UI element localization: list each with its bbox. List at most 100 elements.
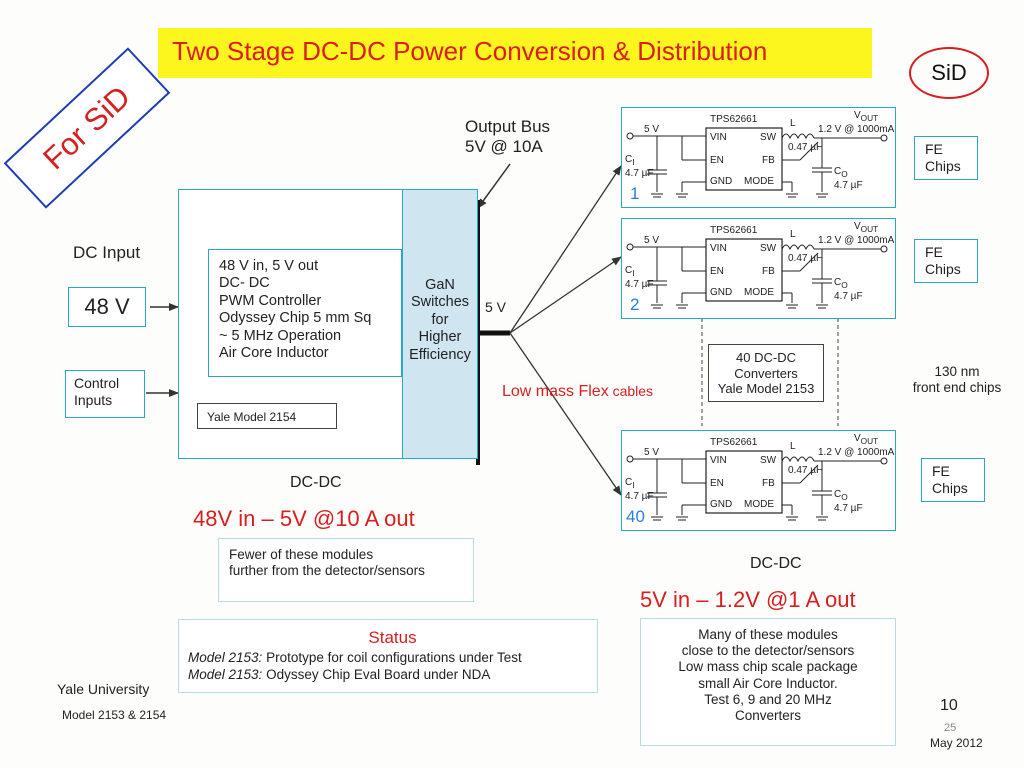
ci-value: 4.7 µF <box>625 491 654 502</box>
co-value: 4.7 µF <box>834 291 863 302</box>
right-note-line: Converters <box>734 707 802 723</box>
left-dcdc-spec: 48V in – 5V @10 A out <box>193 506 415 531</box>
output-bus-line: Output Bus <box>465 117 551 136</box>
gan-line: GaN <box>425 277 455 293</box>
right-dcdc-label: DC-DC <box>750 555 802 572</box>
page-title: Two Stage DC-DC Power Conversion & Distr… <box>172 36 768 66</box>
module-spec-line: 48 V in, 5 V out <box>219 258 319 274</box>
co-sub: O <box>841 169 848 179</box>
right-note-line: Many of these modules <box>698 627 838 642</box>
vin-label: 5 V <box>644 124 660 135</box>
fe-chips-box-2: FE Chips <box>914 239 978 283</box>
l-letter: L <box>790 441 796 452</box>
pin-en: EN <box>710 155 724 166</box>
vout-letter: V <box>854 433 861 444</box>
footer-date: May 2012 <box>930 736 983 750</box>
out-5v-label: 5 V <box>485 299 507 315</box>
chip-name: TPS62661 <box>710 225 758 236</box>
left-dcdc-note: Fewer of these modules further from the … <box>218 538 474 602</box>
converter-schematic <box>626 238 888 309</box>
co-letter: C <box>834 277 842 288</box>
ci-letter: C <box>625 265 633 276</box>
flex-cables-suffix: cables <box>608 383 654 399</box>
pin-en: EN <box>710 478 724 489</box>
module-spec-line: PWM Controller <box>219 292 322 309</box>
output-bus-label: Output Bus 5V @ 10A <box>465 117 550 158</box>
status-model: Model 2153: <box>188 650 263 666</box>
pin-sw: SW <box>760 243 777 254</box>
control-inputs-box: Control Inputs <box>65 370 145 418</box>
pin-fb: FB <box>762 266 775 277</box>
right-note-line: close to the detector/sensors <box>681 643 855 659</box>
title-banner <box>158 28 872 78</box>
model-2154-label: Yale Model 2154 <box>197 403 337 429</box>
control-inputs-line: Control <box>74 375 120 391</box>
footer-university: Yale University <box>57 681 150 697</box>
control-inputs-line: Inputs <box>74 391 113 408</box>
converter-number: 1 <box>630 184 640 203</box>
fe-chips-line: FE <box>932 463 950 479</box>
right-note-line: small Air Core Inductor. <box>698 675 838 691</box>
vin-label: 5 V <box>644 447 660 458</box>
pin-vin: VIN <box>710 455 727 466</box>
output-bus-line: 5V @ 10A <box>465 137 543 157</box>
converters-note-line: Yale Model 2153 <box>717 381 815 397</box>
pin-fb: FB <box>762 155 775 166</box>
ci-letter: C <box>625 477 633 488</box>
pin-mode: MODE <box>744 176 774 187</box>
vout-label: VOUT <box>854 433 878 447</box>
vout-sub: OUT <box>860 436 879 446</box>
cable-1 <box>509 165 622 334</box>
gan-line: Switches <box>410 294 470 311</box>
fe-chips-box-1: FE Chips <box>914 136 978 180</box>
cable-40 <box>509 332 622 496</box>
vout-sub: OUT <box>860 113 879 123</box>
co-value: 4.7 µF <box>834 180 863 191</box>
vout-value: 1.2 V @ 1000mA <box>818 447 895 458</box>
status-text: Odyssey Chip Eval Board under NDA <box>262 666 491 682</box>
pin-sw: SW <box>760 455 777 466</box>
nm-note-line: front end chips <box>912 380 1002 396</box>
l-letter: L <box>790 118 796 129</box>
module-spec-line: Odyssey Chip 5 mm Sq <box>219 310 372 327</box>
status-row: Model 2153: Odyssey Chip Eval Board unde… <box>188 667 597 683</box>
gan-switches-box <box>402 189 478 459</box>
ci-value: 4.7 µF <box>625 279 654 290</box>
nm-note: 130 nm front end chips <box>898 364 1016 396</box>
pin-mode: MODE <box>744 499 774 510</box>
right-note-line: Test 6, 9 and 20 MHz <box>704 691 832 707</box>
ci-letter: C <box>625 154 633 165</box>
pin-vin: VIN <box>710 243 727 254</box>
sid-logo: SiD <box>909 47 989 99</box>
status-text: Prototype for coil configurations under … <box>262 650 522 666</box>
right-dcdc-note: Many of these modules close to the detec… <box>640 618 896 746</box>
footer-models: Model 2153 & 2154 <box>62 708 167 722</box>
gan-switches-text: GaN Switches for Higher Efficiency <box>402 277 478 364</box>
l-label: L <box>790 118 796 129</box>
gan-line: for <box>431 311 449 328</box>
l-label: L <box>790 441 796 452</box>
ci-sub: I <box>632 157 635 167</box>
left-note-line: further from the detector/sensors <box>229 563 425 579</box>
pin-mode: MODE <box>744 287 774 298</box>
fe-chips-line: Chips <box>925 157 961 174</box>
vout-value: 1.2 V @ 1000mA <box>818 235 895 246</box>
co-value: 4.7 µF <box>834 503 863 514</box>
left-dcdc-label: DC-DC <box>290 474 342 491</box>
fe-chips-line: Chips <box>932 479 968 496</box>
converters-count-box: 40 DC-DC Converters Yale Model 2153 <box>708 344 824 402</box>
vout-label: VOUT <box>854 221 878 235</box>
fe-chips-box-40: FE Chips <box>921 458 985 502</box>
gan-line: Efficiency <box>409 346 471 363</box>
co-sub: O <box>841 280 848 290</box>
fe-chips-line: Chips <box>925 260 961 277</box>
gan-line: Higher <box>418 329 462 346</box>
